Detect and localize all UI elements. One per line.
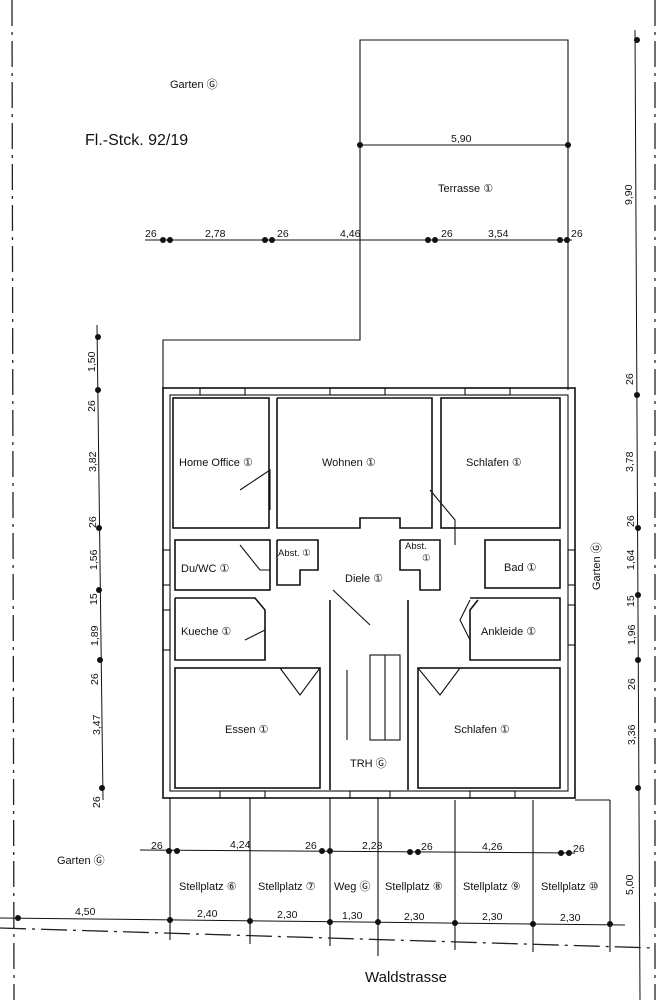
room-label-abst-right-number: ① [422, 553, 431, 564]
dim-right: 26 [624, 373, 636, 385]
room-label-ankleide: Ankleide ① [481, 626, 536, 638]
room-label-du-wc: Du/WC ① [181, 563, 230, 575]
dim-parking-lower: 2,40 [197, 908, 218, 920]
dim-left: 26 [89, 673, 101, 685]
dim-right: 3,78 [624, 451, 636, 472]
dim-parking-lower: 1,30 [342, 910, 363, 922]
dim-top: 4,46 [340, 228, 361, 240]
dim-left: 15 [88, 593, 100, 605]
room-wohnen [276, 397, 433, 529]
dim-parking-lower: 2,30 [277, 909, 298, 921]
dim-left: 3,82 [87, 451, 99, 472]
dim-parking-lower: 2,30 [482, 911, 503, 923]
dim-terrace-height: 9,90 [623, 184, 635, 205]
dim-top: 26 [441, 228, 453, 240]
garden-right-label: Garten Ⓖ [590, 542, 603, 590]
dim-top: 26 [277, 228, 289, 240]
building-walls [162, 387, 576, 799]
dim-top: 3,54 [488, 228, 509, 240]
dim-top: 2,78 [205, 228, 226, 240]
dim-parking-lower: 2,30 [404, 911, 425, 923]
dim-left: 26 [86, 400, 98, 412]
room-label-trh: TRH Ⓖ [350, 757, 387, 770]
dim-parking-upper: 4,26 [482, 841, 503, 853]
room-essen [174, 667, 321, 789]
dim-parking-lower: 2,30 [560, 912, 581, 924]
parking-label: Stellplatz ⑥ [179, 881, 237, 893]
parking-label: Weg Ⓖ [334, 880, 370, 893]
dim-right: 1,64 [625, 549, 637, 570]
room-label-abst-right: Abst. [405, 541, 427, 552]
terrace-outline [162, 39, 569, 390]
parking-label: Stellplatz ⑦ [258, 881, 316, 893]
room-home-office [172, 397, 270, 529]
dim-left: 26 [91, 796, 103, 808]
dim-top: 26 [571, 228, 583, 240]
dim-right: 1,96 [626, 624, 638, 645]
room-label-schlafen-top: Schlafen ① [466, 457, 522, 469]
street-name: Waldstrasse [365, 969, 447, 986]
dim-right: 15 [625, 595, 637, 607]
room-bad [484, 539, 561, 589]
dimension-lines [0, 29, 641, 1000]
room-label-essen: Essen ① [225, 724, 269, 736]
room-abst-left [276, 539, 319, 586]
dim-terrace-width: 5,90 [451, 133, 472, 145]
dim-parking-depth: 5,00 [624, 874, 636, 895]
room-label-wohnen: Wohnen ① [322, 457, 376, 469]
dim-parking-upper: 26 [573, 843, 585, 855]
dim-parking-lower: 4,50 [75, 906, 96, 918]
terrace-label: Terrasse ① [438, 183, 493, 195]
room-label-home-office: Home Office ① [179, 457, 253, 469]
parking-strip [169, 798, 611, 956]
room-label-diele: Diele ① [345, 573, 383, 585]
parking-label: Stellplatz ⑩ [541, 881, 599, 893]
dim-left: 26 [87, 516, 99, 528]
dim-left: 1,89 [89, 625, 101, 646]
windows [162, 387, 576, 799]
dim-parking-upper: 26 [305, 840, 317, 852]
plot-title: Fl.-Stck. 92/19 [85, 132, 188, 149]
dim-parking-upper: 26 [421, 841, 433, 853]
parking-label: Stellplatz ⑨ [463, 881, 521, 893]
parking-label: Stellplatz ⑧ [385, 881, 443, 893]
room-schlafen-bottom [417, 667, 561, 789]
garden-bottom-label: Garten Ⓖ [57, 854, 105, 867]
dim-parking-upper: 2,28 [362, 840, 383, 852]
dim-parking-upper: 26 [151, 840, 163, 852]
dim-right: 3,36 [626, 724, 638, 745]
dim-left: 1,56 [88, 549, 100, 570]
room-label-bad: Bad ① [504, 562, 537, 574]
dim-top: 26 [145, 228, 157, 240]
room-label-schlafen-bottom: Schlafen ① [454, 724, 510, 736]
dim-right: 26 [625, 515, 637, 527]
dim-right: 26 [626, 678, 638, 690]
dim-left: 3,47 [91, 714, 103, 735]
room-label-kueche: Kueche ① [181, 626, 231, 638]
dim-parking-upper: 4,24 [230, 839, 251, 851]
room-label-abst-left: Abst. ① [278, 548, 311, 559]
room-abst-right [399, 539, 441, 591]
room-ankleide [469, 597, 561, 661]
garden-top-label: Garten Ⓖ [170, 78, 218, 91]
room-schlafen-top [440, 397, 561, 529]
room-du-wc [174, 539, 271, 591]
dim-left: 1,50 [86, 351, 98, 372]
